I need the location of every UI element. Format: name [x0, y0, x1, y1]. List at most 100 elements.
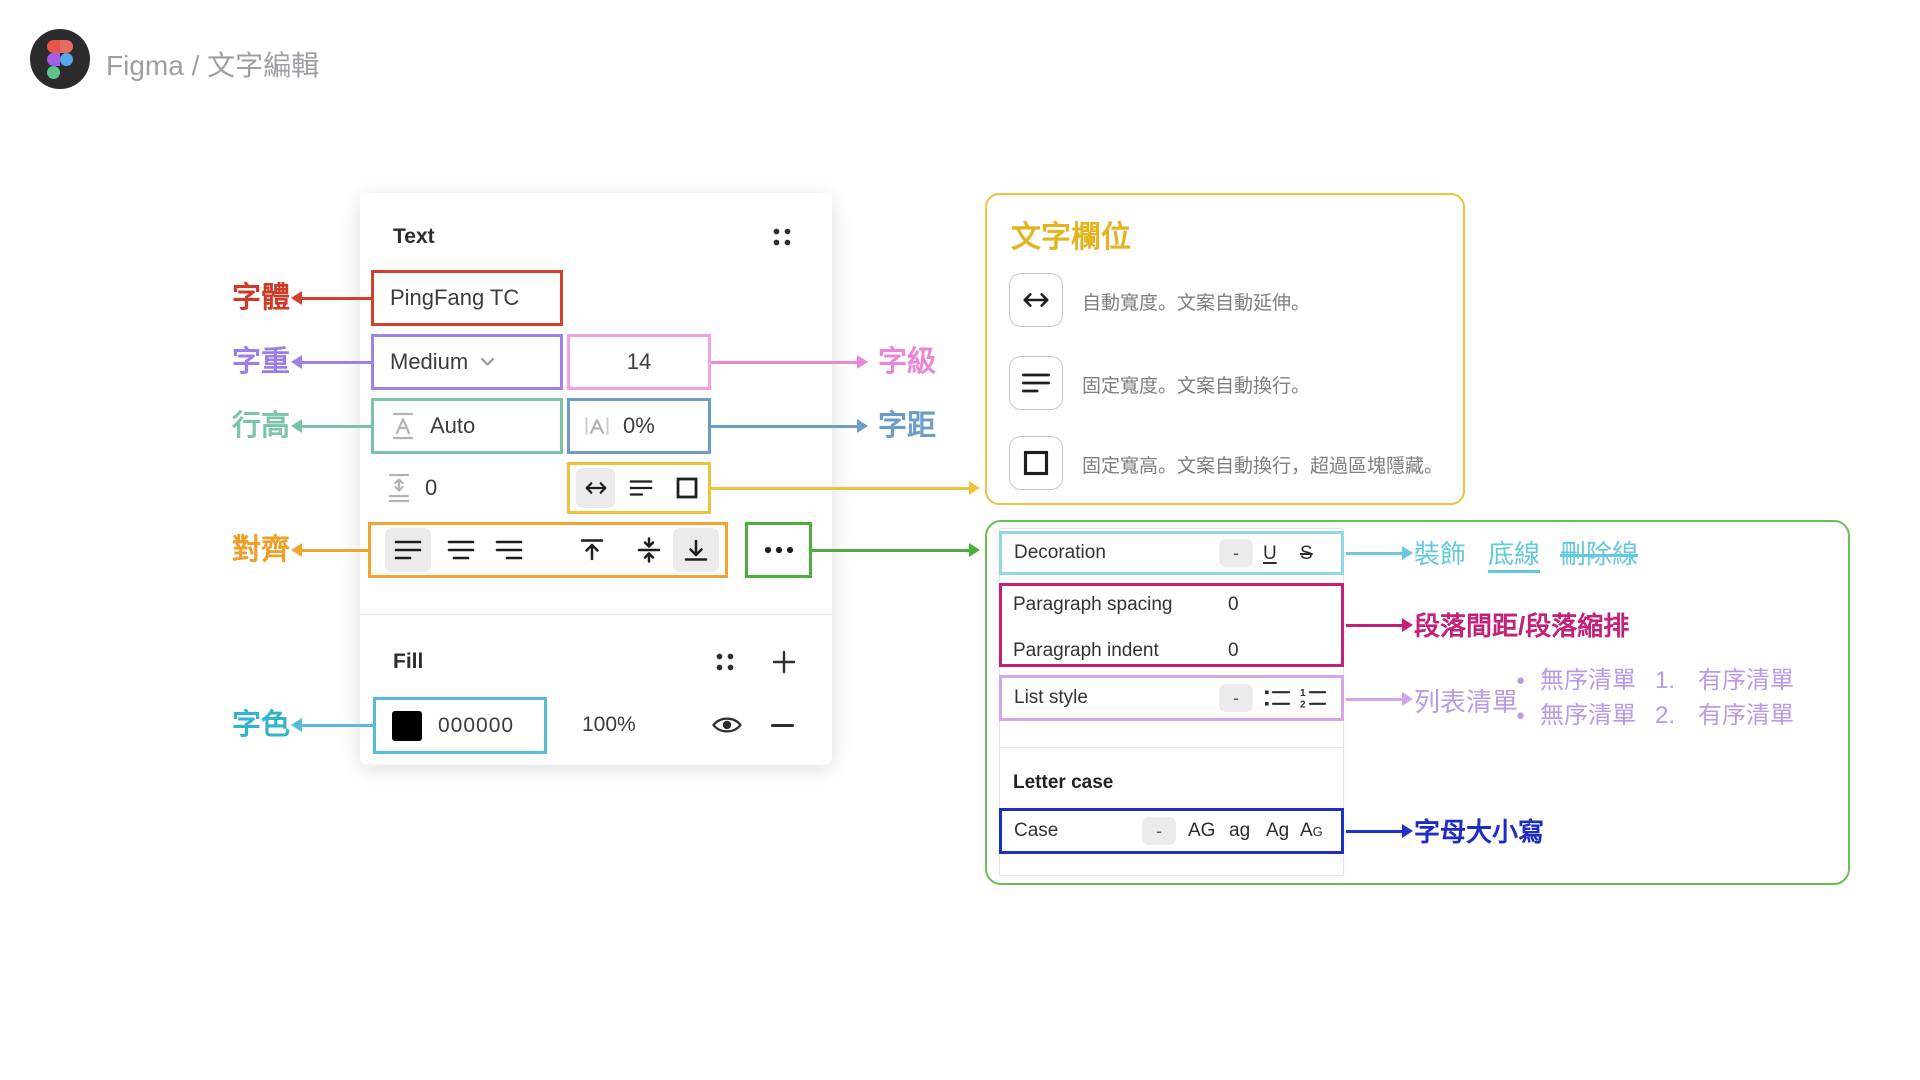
paragraph-spacing-icon	[387, 472, 411, 504]
fill-color-field[interactable]: 000000	[373, 697, 547, 754]
font-family-value: PingFang TC	[390, 285, 520, 310]
fixed-size-icon[interactable]	[1009, 436, 1063, 490]
letter-spacing-value: 0%	[623, 413, 655, 438]
resize-toggle-group	[567, 462, 711, 514]
list-annotation-label: 列表清單	[1414, 687, 1519, 717]
list-none-button[interactable]: -	[1219, 684, 1253, 712]
text-style-icon[interactable]	[771, 226, 793, 248]
list-example-unordered: 無序清單	[1540, 667, 1636, 694]
decoration-label: Decoration	[1014, 542, 1106, 563]
case-smallcaps-button[interactable]: Ag	[1300, 820, 1323, 841]
case-uppercase-button[interactable]: AG	[1188, 820, 1216, 841]
font-weight-dropdown[interactable]: Medium	[371, 334, 563, 390]
align-annotation-label: 對齊	[231, 534, 290, 566]
numbered-list-icon[interactable]: 1 2	[1298, 687, 1328, 709]
decoration-arrow	[1346, 545, 1413, 560]
decoration-row: Decoration	[999, 531, 1344, 575]
case-none-button[interactable]: -	[1142, 817, 1176, 845]
line-height-annotation-label: 行高	[231, 410, 290, 442]
infobox-item-text: 固定寬高。文案自動換行，超過區塊隱藏。	[1082, 456, 1444, 477]
auto-width-button[interactable]	[576, 468, 616, 508]
case-none-label: -	[1156, 820, 1162, 841]
fixed-size-button[interactable]	[667, 468, 708, 508]
strikethrough-button[interactable]: S	[1300, 543, 1313, 564]
align-center-button[interactable]	[439, 530, 483, 570]
fixed-width-icon[interactable]	[1009, 356, 1063, 410]
type-settings-button[interactable]	[745, 522, 812, 578]
line-height-value: Auto	[430, 413, 476, 438]
align-bottom-button[interactable]	[673, 528, 719, 572]
svg-text:2: 2	[1300, 700, 1306, 710]
paragraph-indent-input[interactable]: 0	[1228, 640, 1239, 661]
add-fill-button[interactable]	[771, 649, 797, 675]
bulleted-list-icon[interactable]	[1262, 687, 1292, 709]
letter-spacing-annotation-label: 字距	[878, 410, 937, 442]
font-size-value: 14	[626, 349, 652, 374]
decoration-annotation-label: 裝飾	[1414, 539, 1467, 569]
line-height-arrow	[291, 418, 371, 433]
letter-spacing-icon	[583, 415, 611, 437]
underline-button[interactable]: U	[1263, 543, 1277, 564]
auto-height-button[interactable]	[620, 468, 661, 508]
list-example-bullet: ●	[1516, 707, 1526, 724]
align-top-button[interactable]	[570, 530, 614, 570]
font-family-field[interactable]: PingFang TC	[371, 270, 563, 326]
fill-color-arrow	[291, 718, 373, 732]
list-example-unordered: 無序清單	[1540, 702, 1636, 729]
list-example-number: 2.	[1655, 702, 1676, 729]
paragraph-annotation-label: 段落間距/段落縮排	[1414, 611, 1630, 641]
align-left-button[interactable]	[385, 528, 431, 572]
paragraph-spacing-field[interactable]: 0	[371, 462, 563, 514]
list-example-bullet: ●	[1516, 672, 1526, 689]
case-label: Case	[1014, 820, 1059, 841]
chevron-down-icon	[480, 357, 495, 367]
auto-width-icon[interactable]	[1009, 273, 1063, 327]
letter-spacing-arrow	[711, 418, 868, 433]
case-annotation-label: 字母大小寫	[1414, 817, 1545, 847]
paragraph-spacing-input[interactable]: 0	[1228, 594, 1239, 615]
figma-logo-icon	[30, 29, 90, 89]
list-example-ordered: 有序清單	[1698, 667, 1794, 694]
infobox-item-text: 固定寬度。文案自動換行。	[1082, 376, 1311, 397]
strikethrough-annotation-label: 刪除線	[1560, 539, 1639, 569]
decoration-none-button[interactable]: -	[1219, 539, 1253, 567]
fill-section-title: Fill	[393, 650, 424, 673]
line-height-icon	[390, 411, 416, 441]
size-arrow	[711, 354, 868, 369]
fill-color-annotation-label: 字色	[231, 709, 290, 741]
case-arrow	[1346, 823, 1413, 838]
fill-opacity-value[interactable]: 100%	[582, 713, 636, 736]
visibility-eye-button[interactable]	[711, 714, 743, 736]
list-none-label: -	[1233, 687, 1239, 708]
fill-hex-value: 000000	[438, 713, 515, 737]
align-arrow	[291, 542, 368, 557]
page-title: Figma / 文字編輯	[106, 50, 320, 81]
infobox-item-text: 自動寬度。文案自動延伸。	[1082, 293, 1311, 314]
letter-spacing-field[interactable]: 0%	[567, 398, 711, 454]
align-right-button[interactable]	[487, 530, 531, 570]
align-middle-button[interactable]	[627, 530, 671, 570]
list-example-number: 1.	[1655, 667, 1676, 694]
case-lowercase-button[interactable]: ag	[1229, 820, 1251, 841]
more-options-arrow	[812, 542, 980, 557]
size-annotation-label: 字級	[878, 346, 937, 378]
list-style-label: List style	[1014, 687, 1088, 708]
case-titlecase-button[interactable]: Ag	[1266, 820, 1290, 841]
fill-style-icon[interactable]	[714, 651, 736, 673]
letter-case-heading: Letter case	[1013, 772, 1114, 793]
panel-divider	[360, 614, 832, 615]
type-settings-divider	[999, 747, 1344, 748]
svg-text:1: 1	[1300, 688, 1306, 699]
list-style-row: List style	[999, 675, 1344, 721]
paragraph-arrow	[1346, 617, 1413, 632]
color-swatch[interactable]	[392, 710, 422, 741]
underline-annotation-label: 底線	[1488, 539, 1541, 569]
line-height-field[interactable]: Auto	[371, 398, 563, 454]
font-size-field[interactable]: 14	[567, 334, 711, 390]
remove-fill-button[interactable]	[771, 724, 794, 727]
paragraph-row	[999, 583, 1344, 667]
font-annotation-label: 字體	[231, 282, 290, 314]
paragraph-indent-label: Paragraph indent	[1013, 640, 1159, 661]
decoration-none-label: -	[1233, 542, 1239, 563]
